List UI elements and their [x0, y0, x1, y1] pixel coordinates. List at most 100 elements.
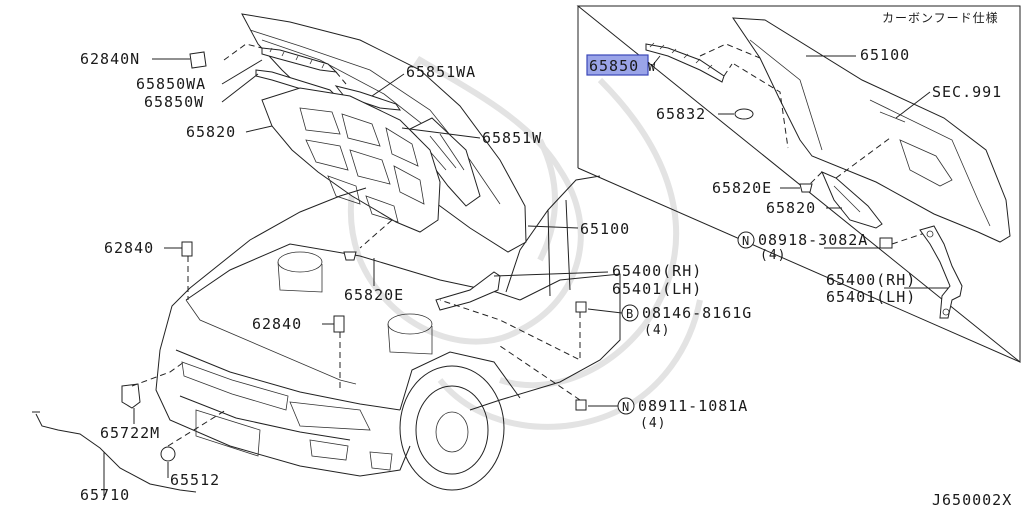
hood-inner-line	[261, 39, 441, 139]
car-body	[155, 175, 621, 491]
inset-hood-vent	[899, 139, 953, 187]
strut-tower-left	[277, 251, 323, 273]
main-hood-assembly	[223, 13, 527, 253]
cable-65710	[35, 413, 197, 493]
strut-tower-left-body	[277, 261, 323, 293]
inset-insulator-line	[833, 185, 861, 213]
label-65710[interactable]: 65710	[80, 486, 130, 504]
molding-dash	[223, 43, 347, 85]
bumper-inner	[179, 395, 351, 441]
nut-08911	[575, 399, 587, 411]
body-front-line	[175, 349, 401, 411]
inset-insulator-dash	[805, 137, 891, 189]
molding-65850wa	[261, 47, 338, 73]
inset-clip-65820e	[799, 183, 813, 193]
bolt-08146	[575, 301, 587, 313]
inset-note: カーボンフード仕様	[882, 11, 999, 25]
inset-nut-08918	[879, 237, 893, 249]
label-inset-65850-suffix: W	[648, 60, 656, 74]
label-08911-qty: (4)	[640, 416, 666, 431]
radiator-support	[185, 299, 357, 385]
label-inset-08918-qty: (4)	[760, 248, 786, 263]
clip-dash	[359, 219, 393, 249]
label-65401lh[interactable]: 65401(LH)	[612, 280, 702, 298]
label-65851wa[interactable]: 65851WA	[406, 63, 476, 81]
front-wheel	[399, 365, 505, 491]
label-inset-65401lh[interactable]: 65401(LH)	[826, 288, 916, 306]
bumper-62840n	[189, 51, 207, 69]
dash-bolt	[439, 299, 581, 361]
inset-insulator-65820	[821, 171, 883, 229]
small-parts	[32, 51, 587, 493]
highlight-65850	[586, 54, 649, 76]
inset-hood-edge	[749, 39, 991, 227]
label-inset-08918-3082a[interactable]: 08918-3082A	[758, 231, 868, 249]
inset-grommet-65832	[734, 108, 754, 120]
insulator-ribs	[299, 107, 425, 223]
carbon-hood-inset	[576, 5, 1021, 364]
leader-lines	[103, 55, 948, 496]
label-62840-lower[interactable]: 62840	[252, 315, 302, 333]
label-65400rh[interactable]: 65400(RH)	[612, 262, 702, 280]
label-inset-65100[interactable]: 65100	[860, 46, 910, 64]
badge-n1-circle	[737, 231, 755, 249]
grommet-65512	[160, 446, 176, 462]
inset-frame	[576, 5, 1021, 364]
dash-grommet	[167, 409, 227, 447]
molding-65850wa-clips	[269, 47, 325, 69]
label-08911-1081a[interactable]: 08911-1081A	[638, 397, 748, 415]
hood-edge-line	[249, 29, 501, 205]
dash-nut	[499, 345, 581, 401]
label-inset-65832[interactable]: 65832	[656, 105, 706, 123]
label-inset-65820e[interactable]: 65820E	[712, 179, 772, 197]
body-fender-line	[159, 187, 367, 351]
inset-molding-clips	[649, 42, 713, 70]
label-62840n[interactable]: 62840N	[80, 50, 140, 68]
insulator-65820	[261, 87, 441, 233]
inset-molding-65850w	[645, 43, 725, 83]
inset-hinge	[919, 225, 963, 319]
label-inset-65850[interactable]: 65850	[589, 57, 639, 75]
headlamp	[289, 401, 371, 431]
bumper-outline	[155, 349, 411, 477]
label-65850w[interactable]: 65850W	[144, 93, 204, 111]
dash-lock	[131, 361, 185, 387]
strut-tower-right-body	[387, 323, 433, 355]
label-65100[interactable]: 65100	[580, 220, 630, 238]
drawing-id: J650002X	[932, 491, 1012, 509]
label-65820[interactable]: 65820	[186, 123, 236, 141]
badge-n2: N	[622, 400, 630, 414]
engine-bay-edge	[185, 243, 521, 301]
badge-n2-circle	[617, 397, 635, 415]
grille-lower	[195, 409, 261, 457]
badge-b: B	[626, 307, 634, 321]
label-65722m[interactable]: 65722M	[100, 424, 160, 442]
label-08146-qty: (4)	[644, 323, 670, 338]
front-wheel-rim	[415, 385, 489, 475]
inset-molding-leader	[699, 43, 761, 77]
grille-upper	[181, 361, 289, 411]
badge-n1: N	[742, 234, 750, 248]
label-inset-65400rh[interactable]: 65400(RH)	[826, 271, 916, 289]
inset-molding-dash	[733, 63, 789, 149]
label-65851w[interactable]: 65851W	[482, 129, 542, 147]
hood-hinge	[435, 271, 501, 311]
front-wheel-hub	[435, 411, 469, 453]
label-08146-8161g[interactable]: 08146-8161G	[642, 304, 752, 322]
inset-diagonal	[577, 167, 1021, 363]
bumper-62840-upper	[181, 241, 193, 257]
wheel-arch	[399, 351, 521, 411]
label-inset-sec991[interactable]: SEC.991	[932, 83, 1002, 101]
label-65850wa[interactable]: 65850WA	[136, 75, 206, 93]
label-65512[interactable]: 65512	[170, 471, 220, 489]
windshield-frame	[547, 199, 571, 297]
label-inset-65820[interactable]: 65820	[766, 199, 816, 217]
inset-nut-dash	[891, 231, 929, 245]
inset-hinge-bolt	[942, 308, 950, 316]
badge-b-circle	[621, 304, 639, 322]
label-62840-upper[interactable]: 62840	[104, 239, 154, 257]
part-labels: 62840N 65850WA 65850W 65851WA 65820 6585…	[80, 50, 752, 504]
lock-65722m	[121, 383, 141, 409]
label-65820e[interactable]: 65820E	[344, 286, 404, 304]
